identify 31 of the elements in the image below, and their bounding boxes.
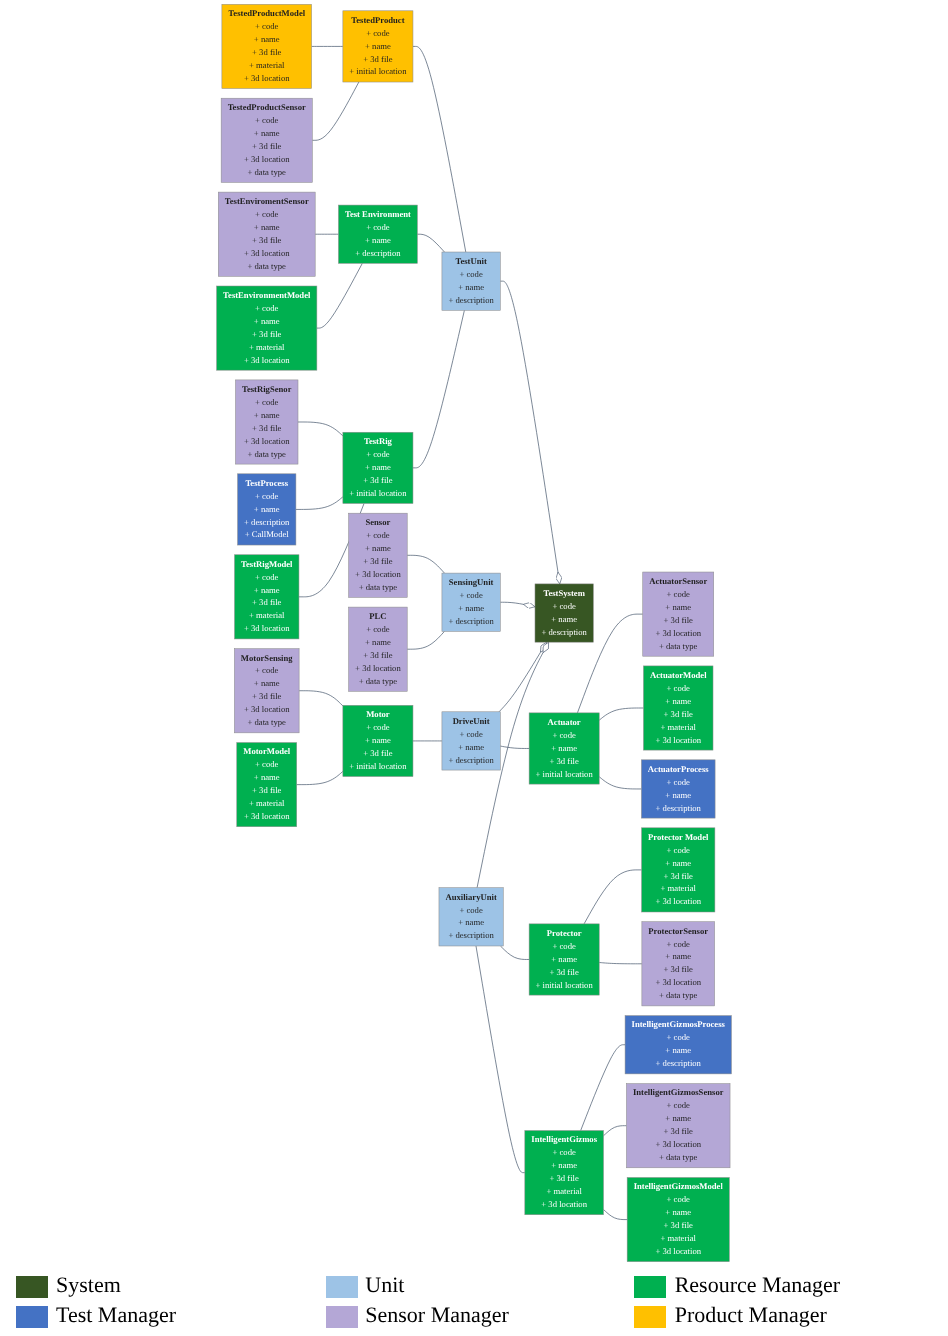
connector-line — [412, 740, 443, 742]
connector-line — [314, 233, 339, 235]
connector-line — [583, 869, 642, 925]
connector-line — [577, 613, 644, 714]
connector-line — [598, 707, 644, 721]
connector-line — [296, 771, 344, 785]
connector-line — [603, 1125, 627, 1137]
connector-line — [417, 233, 445, 253]
connector-line — [580, 1044, 626, 1131]
connector-line — [475, 945, 526, 1173]
legend-label: Unit — [365, 1274, 405, 1298]
connector-line — [406, 631, 445, 650]
connector-line — [500, 945, 530, 960]
connector-line — [298, 690, 344, 707]
connector-line — [311, 81, 360, 141]
connector-line — [297, 421, 344, 437]
connector-line — [412, 309, 465, 469]
connector-line — [499, 745, 530, 749]
connector-line — [412, 46, 467, 253]
connector-line — [295, 496, 344, 510]
legend-label: Sensor Manager — [365, 1304, 509, 1328]
connector-line — [316, 263, 363, 329]
legend-label: System — [56, 1274, 121, 1298]
connector-line — [598, 776, 642, 790]
connector-line — [598, 962, 643, 965]
connector-line — [311, 46, 344, 47]
connector-line — [603, 1209, 628, 1220]
legend-label: Resource Manager — [674, 1274, 841, 1298]
legend-label: Test Manager — [56, 1304, 177, 1328]
legend-label: Product Manager — [674, 1304, 827, 1328]
connector-line — [406, 554, 445, 574]
